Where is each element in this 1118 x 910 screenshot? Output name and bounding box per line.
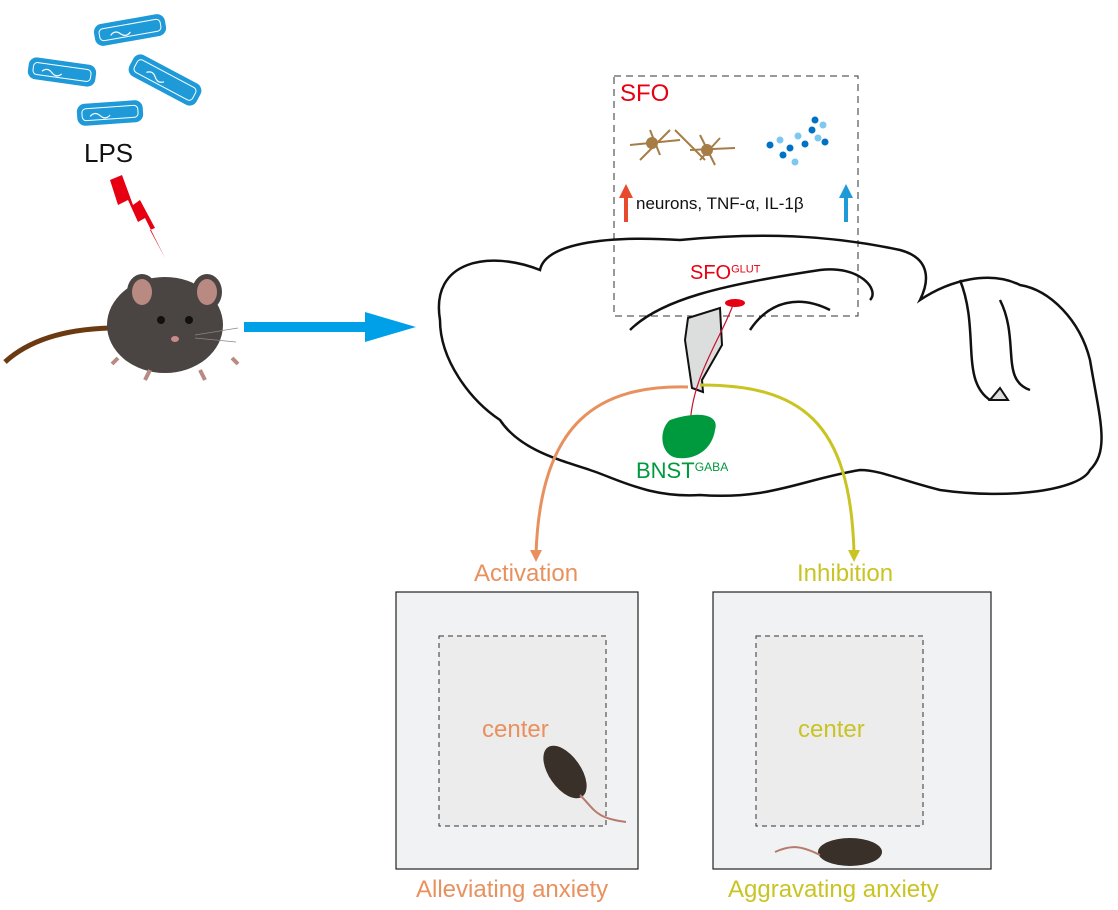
main-arrow-icon (244, 312, 416, 342)
activation-label: Activation (474, 560, 579, 587)
sfo-glut-sup: GLUT (731, 263, 761, 276)
inhibition-pathway-arrow (699, 383, 856, 553)
mouse-icon (3, 274, 240, 381)
sfo-inset-box (613, 75, 859, 317)
ventricle-region-small (987, 386, 1010, 401)
up-arrow-blue-icon (839, 184, 853, 222)
brain-sagittal-outline (437, 234, 1103, 497)
sfo-glut-label: SFOGLUT (690, 262, 760, 285)
cytokine-dots-icon (766, 116, 829, 166)
center-zone-inhibition (755, 635, 924, 827)
bnst-gaba-main: BNST (636, 458, 695, 483)
alleviating-anxiety-label: Alleviating anxiety (416, 876, 609, 903)
bnst-gaba-label: BNSTGABA (636, 458, 728, 484)
sfo-region (725, 299, 745, 307)
aggravating-anxiety-label: Aggravating anxiety (728, 876, 939, 903)
ventricle-region (683, 306, 724, 394)
up-arrow-red-icon (619, 184, 633, 222)
lightning-icon (110, 175, 165, 258)
lps-label: LPS (84, 138, 134, 168)
sfo-glut-main: SFO (690, 262, 732, 284)
center-label-activation: center (482, 716, 549, 743)
activation-pathway-arrow (534, 385, 689, 556)
mouse-top-view-icon (774, 838, 882, 866)
sfo-effect-text: neurons, TNF-α, IL-1β (636, 194, 804, 213)
mouse-top-view-icon (543, 745, 627, 823)
bnst-gaba-sup: GABA (694, 459, 729, 474)
inhibition-label: Inhibition (797, 560, 894, 587)
bnst-region (662, 414, 716, 459)
center-label-inhibition: center (798, 716, 865, 743)
bacteria-icon (27, 14, 202, 126)
neuron-icon (629, 129, 736, 166)
sfo-title: SFO (620, 80, 670, 107)
